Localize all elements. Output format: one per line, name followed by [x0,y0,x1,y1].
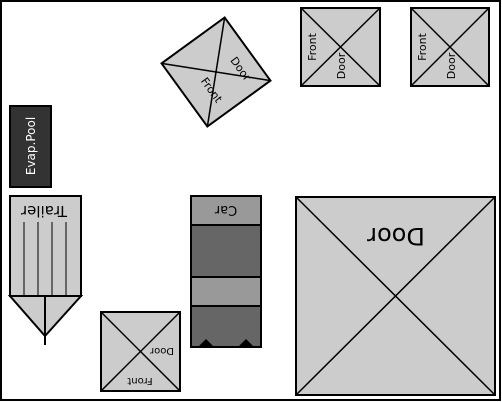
car-wheel-left [198,339,214,347]
crate-bottom-door-label: Door [149,345,174,356]
crate-bottom: Door Front [100,311,181,392]
car-label: Car [214,202,237,217]
car-roof [190,276,262,307]
trailer: Trailer [7,195,84,345]
car: Car [190,195,262,348]
car-wheel-right [238,339,254,347]
rotated-crate: Front Door [160,16,272,128]
crate-top-1-door-label: Door [335,52,348,79]
trailer-label: Trailer [20,202,68,220]
evap-pool: Evap.Pool [9,105,52,188]
crate-top-1-front-label: Front [306,32,319,61]
car-cabin [190,224,262,278]
crate-top-2-front-label: Front [416,32,429,61]
evap-pool-label: Evap.Pool [24,117,38,175]
car-trunk [190,305,262,348]
crate-top-2-door-label: Door [445,52,458,79]
evap-pool-box [9,105,52,188]
crate-large-door-label: Door [367,222,425,250]
crate-large: Door [295,196,496,396]
crate-bottom-front-label: Front [127,375,152,386]
crate-top-2: Front Door [410,7,490,87]
crate-top-1: Front Door [300,7,381,87]
